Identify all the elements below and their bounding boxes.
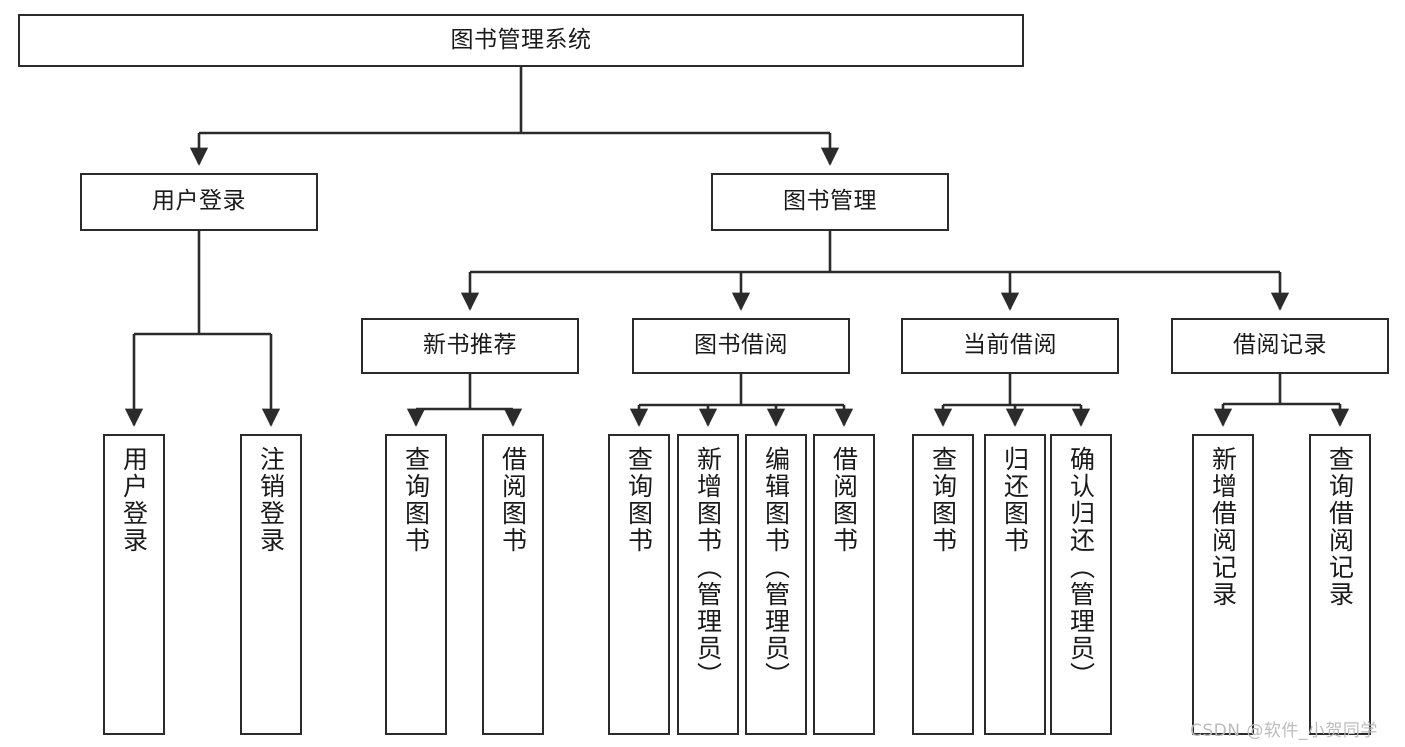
node-leaf-user-login[interactable]: 用户登录 (103, 434, 165, 735)
node-root[interactable]: 图书管理系统 (18, 14, 1024, 67)
node-leaf-add-record[interactable]: 新增借阅记录 (1192, 434, 1254, 735)
node-leaf-add-book-label: 新增图书（管理员） (693, 446, 723, 689)
node-borrow-record[interactable]: 借阅记录 (1171, 318, 1389, 374)
node-book-borrow-label: 图书借阅 (694, 332, 788, 359)
node-leaf-borrow-book-2[interactable]: 借阅图书 (813, 434, 875, 735)
node-leaf-user-logout-label: 注销登录 (256, 446, 286, 554)
node-leaf-query-record-label: 查询借阅记录 (1325, 446, 1355, 608)
node-leaf-add-record-label: 新增借阅记录 (1208, 446, 1238, 608)
node-leaf-edit-book[interactable]: 编辑图书（管理员） (745, 434, 807, 735)
node-leaf-return-book[interactable]: 归还图书 (984, 434, 1046, 735)
node-leaf-borrow-book-1[interactable]: 借阅图书 (482, 434, 544, 735)
node-leaf-add-book[interactable]: 新增图书（管理员） (677, 434, 739, 735)
node-current-borrow[interactable]: 当前借阅 (901, 318, 1119, 374)
node-leaf-query-book-2[interactable]: 查询图书 (608, 434, 670, 735)
node-leaf-edit-book-label: 编辑图书（管理员） (761, 446, 791, 689)
node-user-login[interactable]: 用户登录 (80, 173, 318, 231)
node-new-book-rec-label: 新书推荐 (423, 332, 517, 359)
node-new-book-rec[interactable]: 新书推荐 (361, 318, 579, 374)
node-leaf-confirm-return[interactable]: 确认归还（管理员） (1050, 434, 1112, 735)
node-leaf-query-book-3[interactable]: 查询图书 (912, 434, 974, 735)
node-leaf-user-logout[interactable]: 注销登录 (240, 434, 302, 735)
node-leaf-query-book-1-label: 查询图书 (401, 446, 431, 554)
node-book-borrow[interactable]: 图书借阅 (632, 318, 850, 374)
node-leaf-query-record[interactable]: 查询借阅记录 (1309, 434, 1371, 735)
node-leaf-confirm-return-label: 确认归还（管理员） (1066, 446, 1096, 689)
node-book-manage[interactable]: 图书管理 (711, 173, 949, 231)
node-borrow-record-label: 借阅记录 (1233, 332, 1327, 359)
node-book-manage-label: 图书管理 (783, 188, 877, 215)
node-root-label: 图书管理系统 (450, 26, 592, 53)
node-leaf-user-login-label: 用户登录 (119, 446, 149, 554)
node-leaf-borrow-book-2-label: 借阅图书 (829, 446, 859, 554)
node-leaf-return-book-label: 归还图书 (1000, 446, 1030, 554)
watermark-text: CSDN @软件_小贺同学 (1190, 721, 1378, 741)
node-leaf-query-book-3-label: 查询图书 (928, 446, 958, 554)
node-leaf-query-book-1[interactable]: 查询图书 (385, 434, 447, 735)
node-current-borrow-label: 当前借阅 (963, 332, 1057, 359)
node-user-login-label: 用户登录 (152, 188, 246, 215)
node-leaf-query-book-2-label: 查询图书 (624, 446, 654, 554)
node-leaf-borrow-book-1-label: 借阅图书 (498, 446, 528, 554)
